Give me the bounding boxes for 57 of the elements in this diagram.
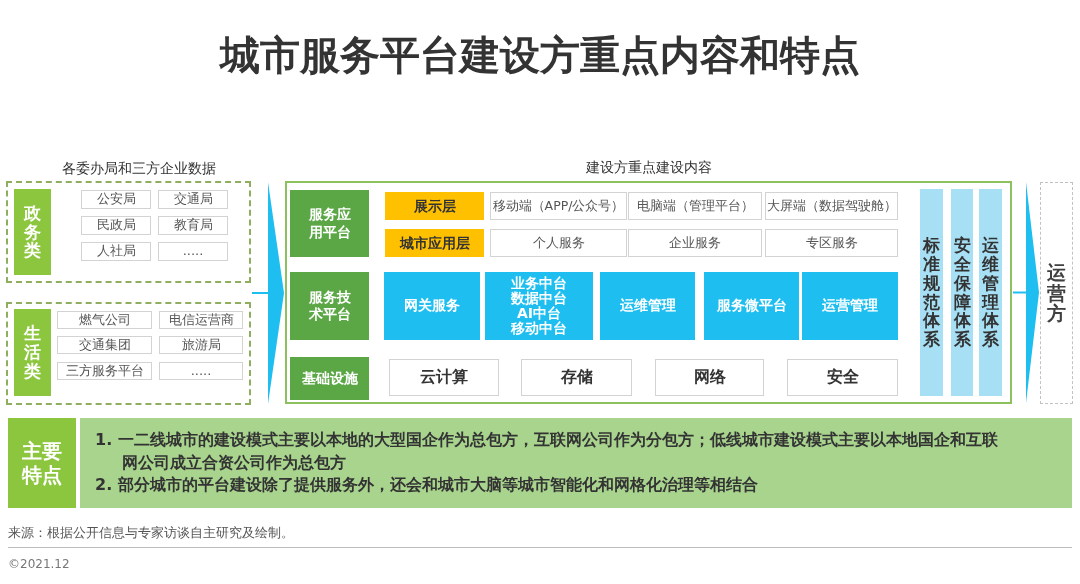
- module-name: 业务中台: [511, 275, 567, 291]
- source-cell: .....: [158, 242, 228, 261]
- source-cell: 民政局: [81, 216, 151, 235]
- feature-item: 1. 一二线城市的建设模式主要以本地的大型国企作为总包方，互联网公司作为分包方；低线城市建设模式主要以本地国企和互联网公司成立合资公司作为总包方: [95, 429, 999, 474]
- module-name: AI中台: [516, 306, 561, 321]
- features-panel: [80, 418, 1072, 508]
- source-cell: 燃气公司: [57, 311, 152, 329]
- key-features-tag: 主要特点: [8, 418, 76, 508]
- infrastructure-cell: 网络: [655, 359, 764, 396]
- module-block: [485, 272, 593, 340]
- source-cell: 交通集团: [57, 336, 152, 354]
- operator-frame: 运营方: [1040, 182, 1073, 404]
- feature-item: 2. 部分城市的平台建设除了提供服务外，还会和城市大脑等城市智能化和网格化治理等相结合: [95, 474, 759, 497]
- item-cell: 电脑端（管理平台）: [628, 192, 762, 220]
- module-name: 运维管理: [619, 298, 676, 314]
- layer-label: 展示层: [385, 192, 484, 220]
- infrastructure-cell: 安全: [787, 359, 898, 396]
- item-cell: 移动端（APP/公众号）: [490, 192, 627, 220]
- dashed-frame: [6, 181, 251, 283]
- column-heading: 各委办局和三方企业数据: [62, 160, 216, 177]
- module-name: 数据中台: [511, 290, 567, 306]
- source-cell: 人社局: [81, 242, 151, 261]
- layer-tag: 基础设施: [290, 357, 369, 400]
- source-cell: 交通局: [158, 190, 228, 209]
- module-name: 运营管理: [822, 298, 878, 314]
- system-pillar: 标准规范体系: [920, 189, 943, 396]
- module-block: [384, 272, 480, 340]
- source-cell: 电信运营商: [159, 311, 243, 329]
- source-cell: 公安局: [81, 190, 151, 209]
- category-tag: 生活类: [14, 309, 51, 396]
- infrastructure-cell: 云计算: [389, 359, 499, 396]
- dashed-frame: [6, 302, 251, 405]
- module-name: 网关服务: [404, 298, 460, 314]
- item-cell: 专区服务: [765, 229, 898, 257]
- layer-label: 城市应用层: [385, 229, 484, 257]
- system-pillar: 安全保障体系: [951, 189, 973, 396]
- module-name: 服务微平台: [716, 298, 787, 314]
- system-pillar: 运维管理体系: [979, 189, 1002, 396]
- layer-tag: 服务技术平台: [290, 272, 369, 340]
- module-block: [600, 272, 695, 340]
- infrastructure-cell: 存储: [521, 359, 632, 396]
- category-tag: 政务类: [14, 189, 51, 275]
- page-title: 城市服务平台建设方重点内容和特点: [220, 31, 860, 79]
- source-cell: 三方服务平台: [57, 362, 152, 380]
- source-cell: 教育局: [158, 216, 228, 235]
- module-block: [704, 272, 799, 340]
- section-heading: 建设方重点建设内容: [585, 158, 712, 176]
- layer-tag: 服务应用平台: [290, 190, 369, 257]
- item-cell: 个人服务: [490, 229, 627, 257]
- source-cell: 旅游局: [159, 336, 243, 354]
- item-cell: 企业服务: [628, 229, 762, 257]
- module-block: [802, 272, 898, 340]
- item-cell: 大屏端（数据驾驶舱）: [765, 192, 898, 220]
- source-cell: .....: [159, 362, 243, 380]
- copyright-note: ©2021.12: [8, 556, 70, 573]
- source-note: 来源：根据公开信息与专家访谈自主研究及绘制。: [8, 524, 294, 541]
- module-name: 移动中台: [511, 321, 567, 337]
